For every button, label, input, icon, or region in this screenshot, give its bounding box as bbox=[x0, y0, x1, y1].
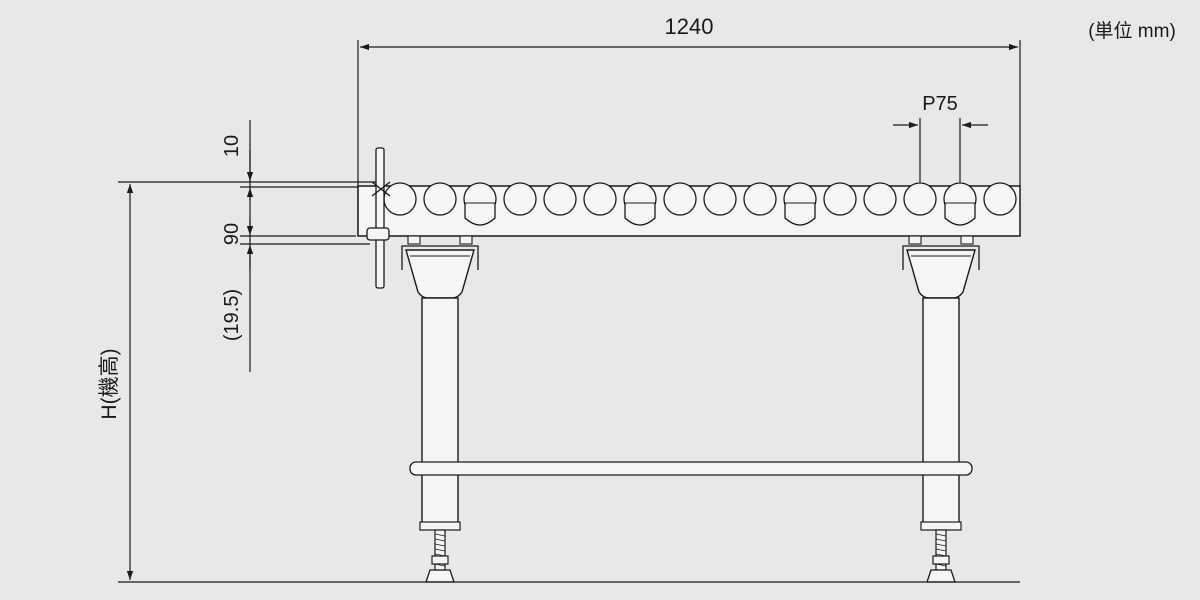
roller bbox=[583, 182, 617, 216]
leg-head bbox=[405, 249, 475, 299]
end-stopper bbox=[366, 147, 391, 289]
leg-head bbox=[906, 249, 976, 299]
bolt bbox=[407, 235, 421, 245]
dimension-machine-height-label: H(機高) bbox=[98, 348, 121, 419]
wheel-guard bbox=[624, 203, 656, 226]
wheel-guard bbox=[944, 203, 976, 226]
roller-circle bbox=[503, 182, 537, 216]
wheel-roller bbox=[943, 182, 977, 226]
adjuster-nut bbox=[431, 555, 449, 565]
roller-circle bbox=[743, 182, 777, 216]
dimension-pitch-label: P75 bbox=[922, 93, 958, 115]
screw-thread bbox=[434, 548, 446, 552]
dimension-pitch bbox=[893, 118, 988, 182]
screw-thread bbox=[935, 538, 947, 542]
screw-thread bbox=[935, 533, 947, 537]
roller-circle bbox=[543, 182, 577, 216]
roller bbox=[863, 182, 897, 216]
roller bbox=[903, 182, 937, 216]
screw-thread bbox=[434, 538, 446, 542]
foot-pad bbox=[926, 569, 956, 583]
roller bbox=[543, 182, 577, 216]
screw-thread bbox=[434, 533, 446, 537]
wheel-guard bbox=[464, 203, 496, 226]
roller bbox=[503, 182, 537, 216]
roller bbox=[423, 182, 457, 216]
roller-circle bbox=[863, 182, 897, 216]
roller-circle bbox=[663, 182, 697, 216]
roller bbox=[983, 182, 1017, 216]
dimension-frame-height-label: 90 bbox=[221, 223, 243, 245]
leg-bracket bbox=[902, 245, 980, 270]
unit-note: (単位 mm) bbox=[1088, 20, 1176, 42]
leg-collar bbox=[920, 521, 962, 531]
adjuster-nut bbox=[932, 555, 950, 565]
dimension-frame-stack bbox=[240, 120, 380, 372]
leg-column bbox=[922, 297, 960, 529]
leg-collar bbox=[419, 521, 461, 531]
roller bbox=[383, 182, 417, 216]
dimension-top-offset-label: 10 bbox=[221, 135, 243, 157]
roller-circle bbox=[583, 182, 617, 216]
screw-thread bbox=[935, 548, 947, 552]
roller-circle bbox=[983, 182, 1017, 216]
bolt bbox=[908, 235, 922, 245]
foot-pad bbox=[425, 569, 455, 583]
roller bbox=[703, 182, 737, 216]
screw-thread bbox=[434, 543, 446, 547]
leg-bracket bbox=[401, 245, 479, 270]
wheel-roller bbox=[463, 182, 497, 226]
cross-brace-bar bbox=[409, 461, 973, 476]
roller-circle bbox=[703, 182, 737, 216]
screw-thread bbox=[935, 543, 947, 547]
wheel-roller bbox=[623, 182, 657, 226]
roller-row bbox=[383, 182, 1017, 226]
wheel-roller bbox=[783, 182, 817, 226]
roller bbox=[823, 182, 857, 216]
roller-circle bbox=[823, 182, 857, 216]
roller-circle bbox=[903, 182, 937, 216]
roller bbox=[663, 182, 697, 216]
leg-column bbox=[421, 297, 459, 529]
bolt bbox=[960, 235, 974, 245]
roller-circle bbox=[423, 182, 457, 216]
leg-assemblies bbox=[401, 235, 980, 583]
leg-right bbox=[902, 235, 980, 583]
leg-left bbox=[401, 235, 479, 583]
roller-circle bbox=[383, 182, 417, 216]
dimension-under-gap-label: (19.5) bbox=[221, 289, 243, 341]
bolt bbox=[459, 235, 473, 245]
dimension-machine-height bbox=[118, 181, 425, 583]
dimension-overall-length-label: 1240 bbox=[665, 14, 714, 39]
roller bbox=[743, 182, 777, 216]
wheel-guard bbox=[784, 203, 816, 226]
